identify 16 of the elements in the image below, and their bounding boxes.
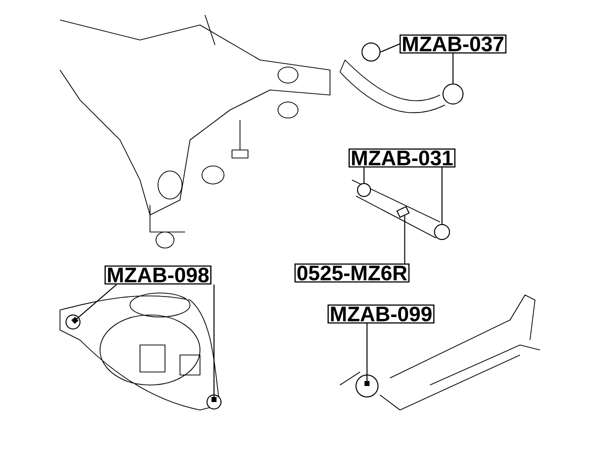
bushing	[442, 84, 464, 104]
rod-sleeve	[396, 206, 410, 218]
leader-line	[212, 284, 216, 402]
part-number-label: MZAB-098	[104, 265, 212, 285]
leader-line	[380, 44, 400, 52]
bushing	[434, 224, 450, 240]
part-number-label: 0525-MZ6R	[294, 263, 410, 283]
leader-line	[404, 215, 406, 264]
bushing	[356, 374, 378, 398]
leader-line	[364, 323, 370, 386]
leader-line	[452, 53, 454, 84]
part-number-label: MZAB-099	[328, 304, 434, 324]
bushing	[357, 183, 371, 197]
part-number-label: MZAB-037	[400, 34, 506, 54]
bushing	[362, 42, 380, 62]
part-number-label: MZAB-031	[348, 148, 456, 168]
